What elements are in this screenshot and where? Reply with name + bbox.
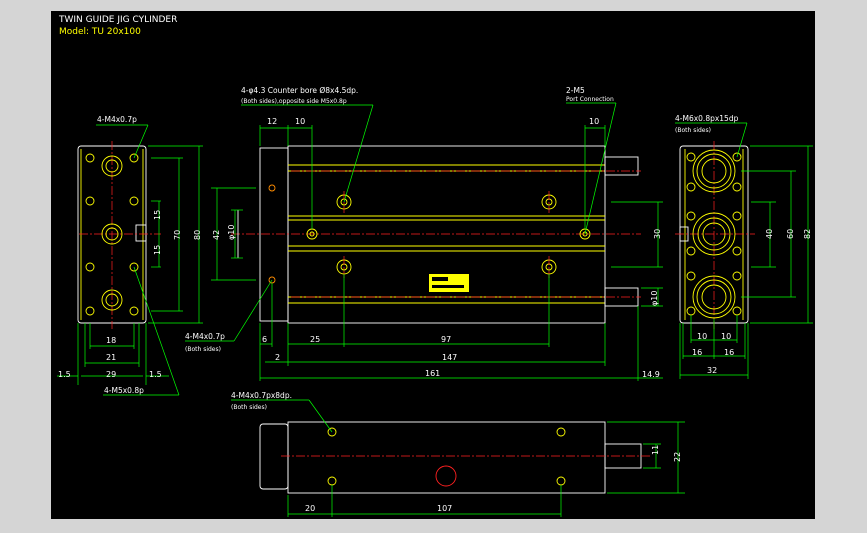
bottom-view	[231, 399, 685, 517]
callout-right-top: 4-M6x0.8px15dp	[675, 114, 739, 123]
dim-front-phi10-guide: φ10	[650, 291, 659, 306]
dim-left-80: 80	[193, 230, 202, 240]
dim-right-16-left: 16	[692, 348, 702, 357]
dim-front-161: 161	[425, 369, 440, 378]
callout-front-bottom-note: (Both sides)	[185, 346, 221, 353]
callout-bottom-view: 4-M4x0.7px8dp.	[231, 391, 292, 400]
dim-front-42: 42	[212, 230, 221, 240]
dim-left-29: 29	[106, 370, 116, 379]
dim-front-10-right: 10	[589, 117, 599, 126]
dim-right-16-right: 16	[724, 348, 734, 357]
dim-left-1-5-a: 1.5	[58, 370, 71, 379]
callout-front-holes: 4-φ4.3 Counter bore Ø8x4.5dp.	[241, 86, 358, 95]
technical-drawing: TWIN GUIDE JIG CYLINDER Model: TU 20x100	[57, 15, 813, 517]
callout-port: 2-M5	[566, 86, 585, 95]
dim-bottom-22: 22	[673, 452, 682, 462]
dim-left-1-5-b: 1.5	[149, 370, 162, 379]
dim-bottom-11: 11	[651, 445, 660, 455]
callout-left-bottom: 4-M5x0.8p	[104, 386, 144, 395]
dim-right-60: 60	[786, 229, 795, 239]
dim-front-6: 6	[262, 335, 267, 344]
dim-left-18: 18	[106, 336, 116, 345]
cad-viewport[interactable]: TWIN GUIDE JIG CYLINDER Model: TU 20x100	[51, 11, 815, 519]
dim-right-10-left: 10	[697, 332, 707, 341]
callout-port-note: Port Connection	[566, 96, 614, 103]
callout-front-holes-note: (Both sides),opposite side M5x0.8p	[241, 98, 347, 105]
dim-right-10-right: 10	[721, 332, 731, 341]
callout-front-bottom: 4-M4x0.7p	[185, 332, 225, 341]
dim-right-32: 32	[707, 366, 717, 375]
dim-right-40: 40	[765, 229, 774, 239]
dim-left-15-lower: 15	[153, 245, 162, 255]
dim-front-10-left: 10	[295, 117, 305, 126]
dim-bottom-107: 107	[437, 504, 452, 513]
left-end-view	[57, 124, 203, 396]
dim-front-12: 12	[267, 117, 277, 126]
right-end-view	[675, 122, 813, 379]
model-label: Model: TU 20x100	[59, 27, 141, 37]
dim-front-phi10-rod: φ10	[227, 225, 236, 240]
dim-front-2: 2	[275, 353, 280, 362]
front-view	[185, 102, 663, 381]
drawing-title: TWIN GUIDE JIG CYLINDER	[58, 15, 177, 25]
dim-left-21: 21	[106, 353, 116, 362]
callout-left-top: 4-M4x0.7p	[97, 115, 137, 124]
dim-left-15-upper: 15	[153, 210, 162, 220]
dim-front-14-9: 14.9	[642, 370, 660, 379]
dim-front-97: 97	[441, 335, 451, 344]
dim-left-70: 70	[173, 230, 182, 240]
dim-right-82: 82	[803, 229, 812, 239]
callout-bottom-view-note: (Both sides)	[231, 404, 267, 411]
dim-front-25: 25	[310, 335, 320, 344]
dim-front-147: 147	[442, 353, 457, 362]
dim-bottom-20: 20	[305, 504, 315, 513]
dim-front-30: 30	[653, 229, 662, 239]
callout-right-top-note: (Both sides)	[675, 127, 711, 134]
